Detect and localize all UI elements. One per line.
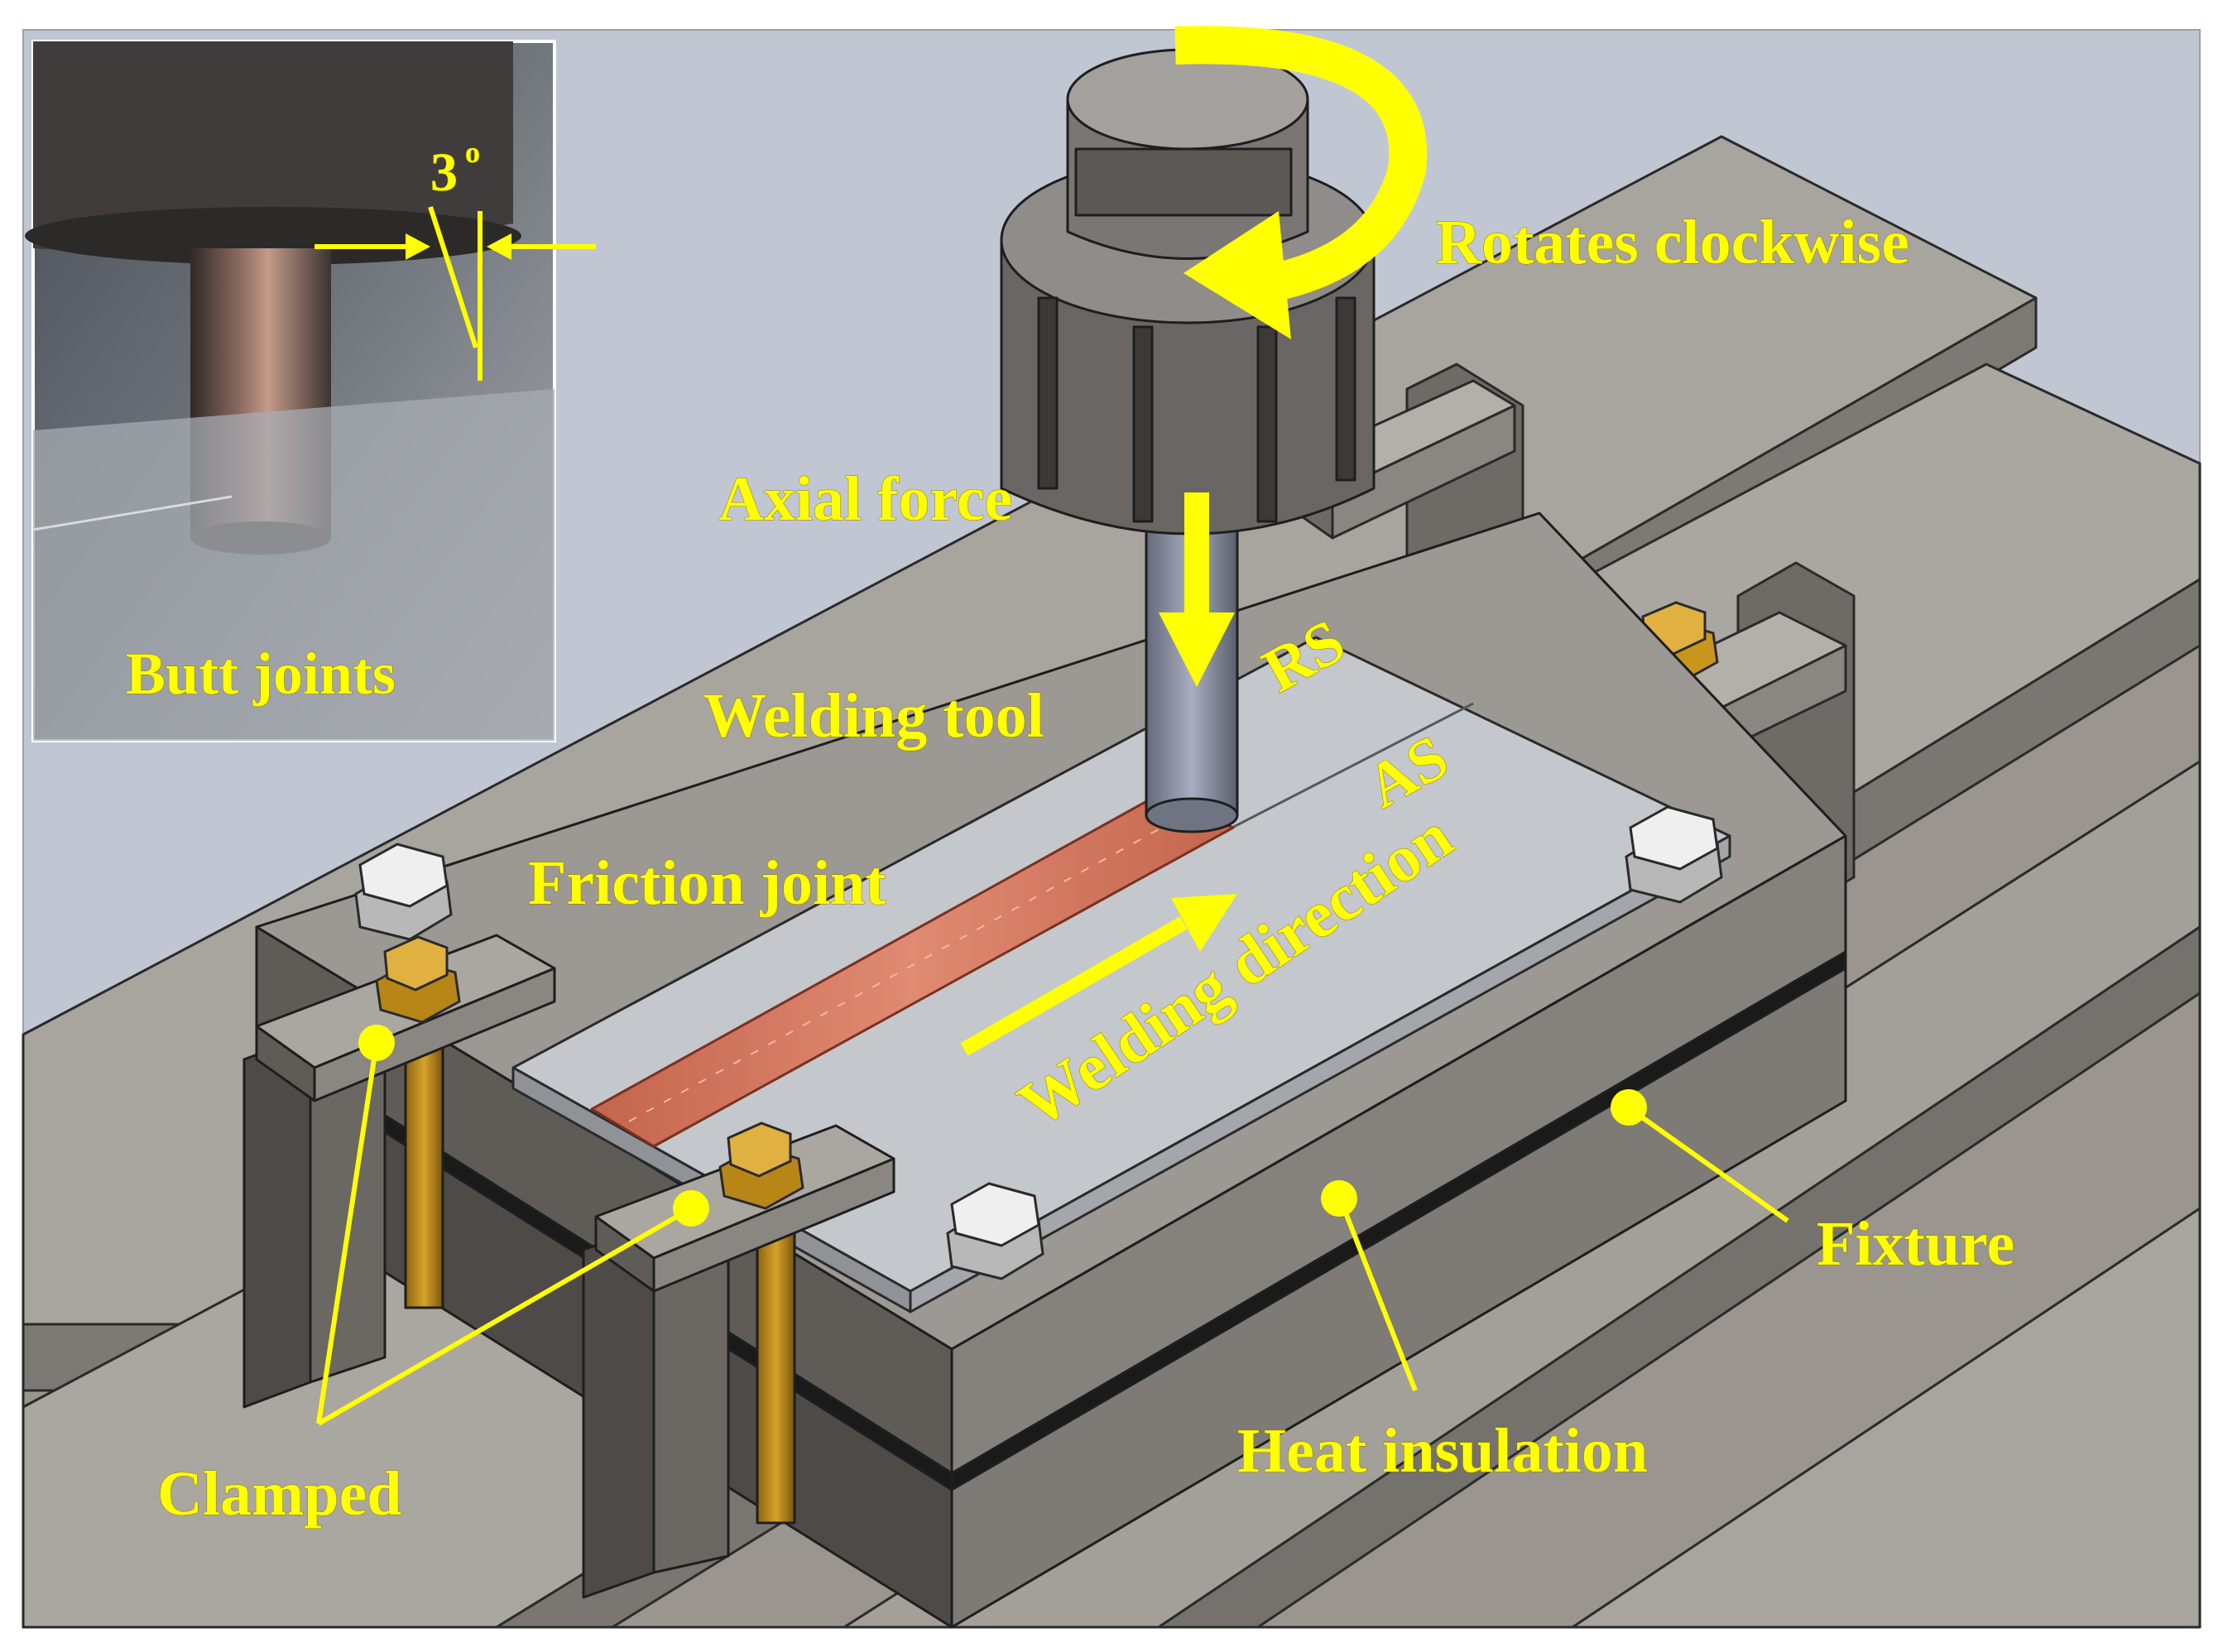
label-clamped: Clamped bbox=[157, 1459, 402, 1529]
inset-caption: Butt joints bbox=[126, 641, 396, 707]
down-arrow-icon bbox=[1159, 492, 1235, 687]
label-welding-tool: Welding tool bbox=[703, 681, 1044, 751]
clamp-dot-1 bbox=[358, 1025, 395, 1061]
tool-holder-slot-4 bbox=[1335, 296, 1356, 482]
fixture-dot bbox=[1611, 1089, 1647, 1126]
force-arrow-shaft bbox=[1184, 492, 1209, 617]
force-arrow-head bbox=[1159, 612, 1235, 687]
bead-ripple bbox=[628, 810, 1193, 1122]
fixture-leader bbox=[1629, 1107, 1789, 1223]
diagonal-arrow-icon bbox=[960, 894, 1237, 1056]
plate-bolt-left bbox=[354, 843, 453, 941]
label-heat-insulation: Heat insulation bbox=[1237, 1416, 1648, 1486]
friction-joint-bead bbox=[590, 793, 1235, 1148]
front-bolt-left bbox=[375, 935, 461, 1024]
inset-spindle bbox=[33, 41, 513, 253]
inset-plate bbox=[33, 389, 555, 741]
rail-4 bbox=[1571, 1207, 2201, 1629]
tool-holder-slot-2 bbox=[1132, 325, 1154, 523]
rail-3-side bbox=[1157, 925, 2201, 1629]
leaders bbox=[316, 1042, 1789, 1426]
tool-holder-slot-1 bbox=[1037, 296, 1059, 490]
angle-arrow-left-head bbox=[406, 233, 430, 260]
inset-spindle-rim bbox=[25, 207, 521, 265]
lower-block-right bbox=[950, 967, 1847, 1629]
angle-label: 3 bbox=[430, 142, 458, 203]
rotation-icon bbox=[1174, 26, 1428, 339]
insulation-dot bbox=[1321, 1180, 1357, 1217]
inset-photo: 3 o Butt joints bbox=[25, 40, 596, 742]
inset-joint-line bbox=[32, 495, 233, 531]
label-friction-joint: Friction joint bbox=[528, 848, 886, 918]
label-fixture: Fixture bbox=[1817, 1209, 2014, 1279]
label-axial-force: Axial force bbox=[718, 464, 1012, 534]
angle-degree: o bbox=[465, 136, 480, 169]
clamp-dot-2 bbox=[673, 1190, 709, 1227]
clamp-leader-2 bbox=[317, 1206, 693, 1426]
direction-arrow-head bbox=[1171, 894, 1237, 952]
insulation-leader bbox=[1338, 1198, 1418, 1392]
tool-shank-flat bbox=[1074, 147, 1293, 217]
curved-arrow-icon bbox=[1174, 26, 1428, 305]
plate-bolt-front bbox=[946, 1182, 1044, 1280]
front-bolt-right bbox=[718, 1121, 804, 1210]
tool-holder-slot-3 bbox=[1256, 325, 1278, 523]
curved-arrow-head bbox=[1184, 211, 1291, 339]
angle-arrow-right-head bbox=[487, 233, 511, 260]
tool-pin-tip bbox=[1145, 797, 1239, 833]
plate-edge-right bbox=[909, 834, 1731, 1313]
clamp-leader-1 bbox=[316, 1042, 379, 1424]
label-rotates-clockwise: Rotates clockwise bbox=[1436, 208, 1909, 277]
direction-arrow-shaft bbox=[960, 916, 1188, 1056]
plate-bolt-right bbox=[1625, 805, 1723, 904]
angle-tilt-line bbox=[428, 206, 478, 348]
